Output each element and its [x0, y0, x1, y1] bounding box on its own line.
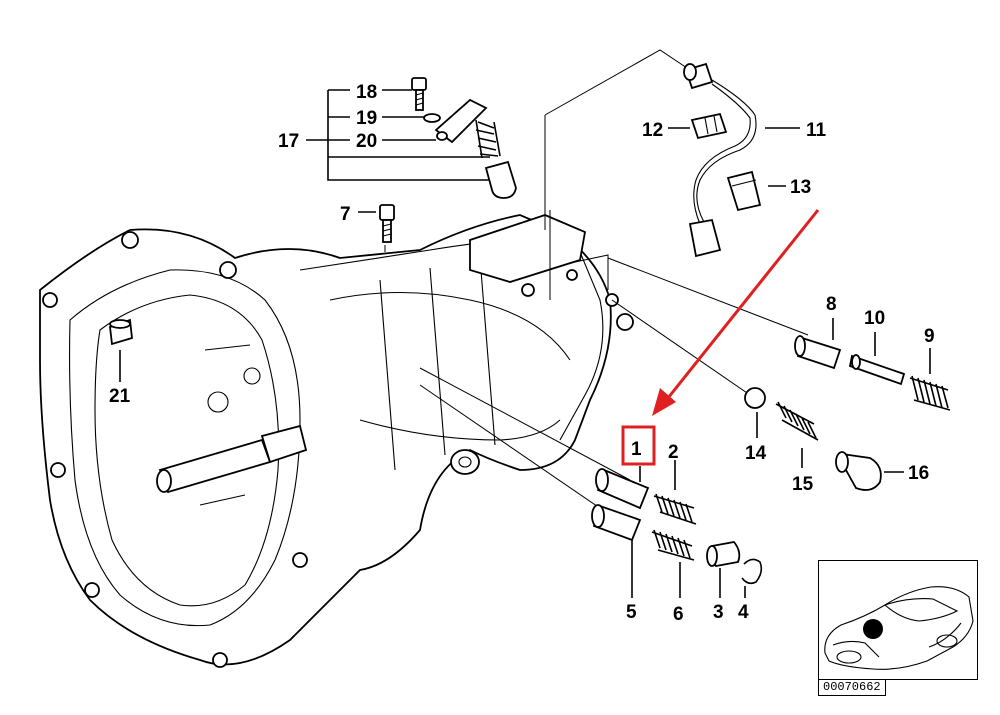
label-19: 19: [356, 108, 377, 129]
label-10: 10: [864, 308, 885, 329]
highlight-annotation: 1: [621, 209, 820, 466]
spring-6: [651, 529, 695, 598]
spring-17: [475, 119, 501, 159]
highlight-box: [621, 425, 656, 466]
ball-14: [744, 387, 766, 409]
label-5: 5: [626, 602, 637, 623]
label-20: 20: [356, 131, 377, 152]
label-6: 6: [673, 604, 684, 625]
label-1: 1: [631, 439, 642, 460]
car-outline-icon: [824, 586, 974, 670]
label-2: 2: [668, 442, 679, 463]
clip-13: [726, 170, 786, 212]
red-arrowhead: [652, 388, 676, 416]
sleeve-1: [595, 466, 650, 510]
cap-3: [706, 541, 741, 598]
parts-17-20-group: [306, 77, 517, 199]
label-17: 17: [278, 131, 299, 152]
spring-2: [653, 460, 697, 525]
spring-15: [775, 401, 819, 468]
label-13: 13: [790, 177, 811, 198]
dowel-pin-21: [109, 318, 133, 382]
bolt-7: [358, 204, 395, 243]
detent-plug: [484, 160, 517, 199]
label-15: 15: [792, 474, 814, 495]
label-8: 8: [826, 294, 837, 315]
label-21: 21: [109, 386, 131, 407]
label-7: 7: [340, 204, 351, 225]
spring-9: [909, 348, 951, 411]
label-11: 11: [806, 120, 827, 141]
vehicle-locator-thumbnail: [818, 560, 978, 680]
label-9: 9: [924, 326, 935, 347]
location-marker-dot: [863, 619, 883, 639]
label-4: 4: [738, 602, 749, 623]
plug-16: [835, 451, 904, 491]
sleeve-5: [591, 504, 642, 598]
red-arrow: [666, 209, 820, 399]
part-labels: 18 19 17 20 7 21 12 11 13 8 10 9 14 15 1…: [109, 82, 935, 625]
label-3: 3: [713, 602, 724, 623]
assembly-lines: [384, 49, 809, 516]
catalog-number: 00070662: [818, 679, 886, 696]
sleeve-8: [794, 318, 842, 370]
washer-19: [423, 113, 441, 123]
pin-10: [848, 332, 906, 386]
bolt-18: [411, 77, 427, 111]
transmission-housing: [39, 214, 634, 668]
label-16: 16: [908, 463, 929, 484]
clip-12: [668, 112, 728, 140]
label-18: 18: [356, 82, 377, 103]
label-14: 14: [745, 443, 767, 464]
label-12: 12: [642, 120, 663, 141]
switch-11: [683, 62, 800, 258]
circlip-4: [741, 558, 763, 598]
